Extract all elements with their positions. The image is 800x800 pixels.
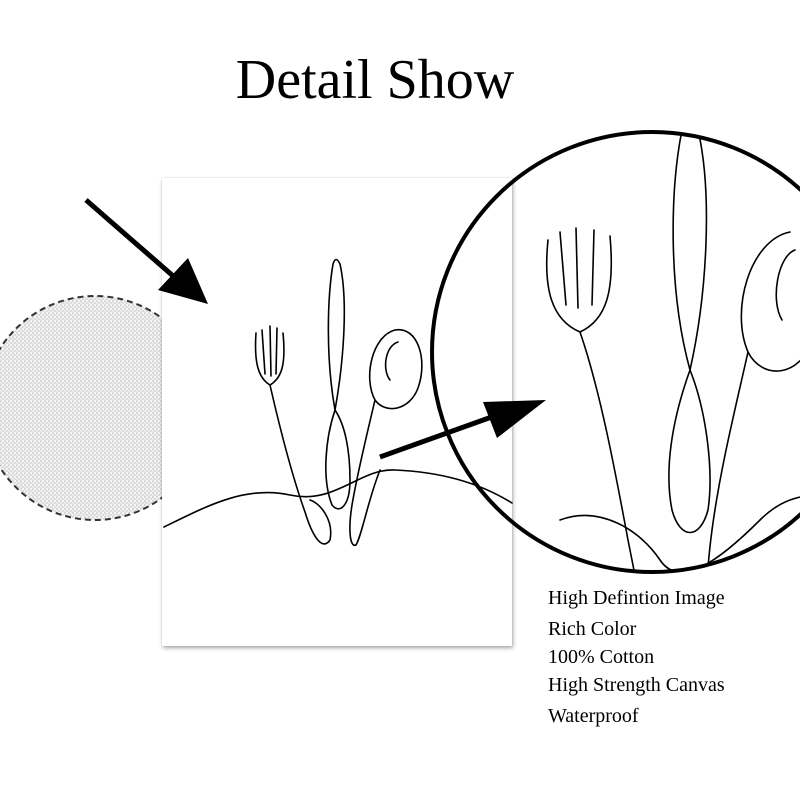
feature-item: Waterproof (548, 705, 639, 727)
zoom-art (545, 132, 800, 572)
feature-item: Rich Color (548, 618, 637, 640)
knife-icon (325, 258, 351, 510)
fork-icon (254, 325, 332, 545)
feature-item: High Strength Canvas (548, 674, 725, 696)
page-title: Detail Show (235, 49, 515, 111)
arrow-icon (379, 400, 546, 460)
zoom-circle (430, 130, 800, 574)
line-art (163, 258, 513, 546)
feature-list: High Defintion Image Rich Color 100% Cot… (548, 588, 798, 726)
arrow-icon (84, 198, 208, 304)
feature-item: 100% Cotton (548, 646, 655, 668)
zoom-spoon-icon (704, 231, 800, 572)
feature-item: High Defintion Image (548, 587, 725, 609)
zoom-knife-icon (668, 132, 711, 534)
wave-line (163, 469, 513, 528)
spoon-icon (349, 329, 423, 546)
zoom-fork-icon (545, 227, 646, 572)
zoom-wave-line (559, 494, 800, 572)
